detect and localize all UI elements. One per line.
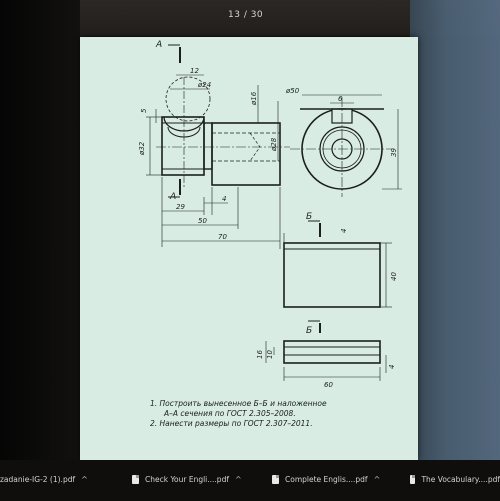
page-counter: 13 / 30 <box>228 10 264 20</box>
dim-d16: ø16 <box>250 91 258 106</box>
background-right <box>410 0 500 460</box>
download-label: Check Your Engli....pdf <box>145 474 229 484</box>
download-label: Complete Englis....pdf <box>285 474 368 484</box>
download-label: The Vocabulary....pdf <box>421 474 500 484</box>
dim-70: 70 <box>218 233 227 241</box>
dim-6: 6 <box>338 95 343 103</box>
dim-39: 39 <box>390 148 398 157</box>
note-line-3: 2. Нанести размеры по ГОСТ 2.307–2011. <box>150 419 313 428</box>
dim-d28: ø28 <box>270 137 278 152</box>
dim-10: 10 <box>266 350 274 359</box>
pdf-doc-icon <box>132 474 139 484</box>
dim-29: 29 <box>176 203 185 211</box>
dim-50: 50 <box>198 217 207 225</box>
note-line-2: А–А сечения по ГОСТ 2.305–2008. <box>164 409 296 418</box>
chevron-up-icon[interactable]: ^ <box>81 474 88 484</box>
dim-5: 5 <box>140 108 148 113</box>
download-item-2[interactable]: Check Your Engli....pdf ^ <box>132 471 242 487</box>
section-b-label: Б <box>306 212 312 222</box>
download-item-4[interactable]: The Vocabulary....pdf <box>410 471 500 487</box>
dim-12: 12 <box>190 67 199 75</box>
dim-d50: ø50 <box>285 87 300 95</box>
download-item-3[interactable]: Complete Englis....pdf ^ <box>272 471 380 487</box>
dim-16: 16 <box>256 350 264 359</box>
drawing-sheet: А А Б Б 12 ø24 ø16 ø50 6 5 ø32 ø28 39 4 … <box>80 37 418 460</box>
pdf-doc-icon <box>410 474 416 484</box>
dim-40: 40 <box>390 272 398 281</box>
section-a-label: А <box>155 40 162 50</box>
download-label: zadanie-IG-2 (1).pdf <box>0 474 76 484</box>
section-a-label-lower: А <box>169 192 176 202</box>
note-line-1: 1. Построить вынесенное Б–Б и наложенное <box>150 399 327 408</box>
dim-60: 60 <box>324 381 333 389</box>
section-b-label-lower: Б <box>306 326 312 336</box>
dim-d32: ø32 <box>138 141 146 156</box>
download-item-1[interactable]: zadanie-IG-2 (1).pdf ^ <box>0 471 88 487</box>
technical-drawing: А А Б Б 12 ø24 ø16 ø50 6 5 ø32 ø28 39 4 … <box>138 40 402 389</box>
chevron-up-icon[interactable]: ^ <box>234 474 242 484</box>
dim-d24: ø24 <box>197 81 211 89</box>
download-bar: zadanie-IG-2 (1).pdf ^ Check Your Engli.… <box>0 460 500 501</box>
background-left <box>0 0 80 460</box>
dim-4c: 4 <box>388 365 396 369</box>
dim-4a: 4 <box>222 195 226 203</box>
pdf-doc-icon <box>272 474 279 484</box>
chevron-up-icon[interactable]: ^ <box>373 474 381 484</box>
dim-4b: 4 <box>340 229 348 233</box>
